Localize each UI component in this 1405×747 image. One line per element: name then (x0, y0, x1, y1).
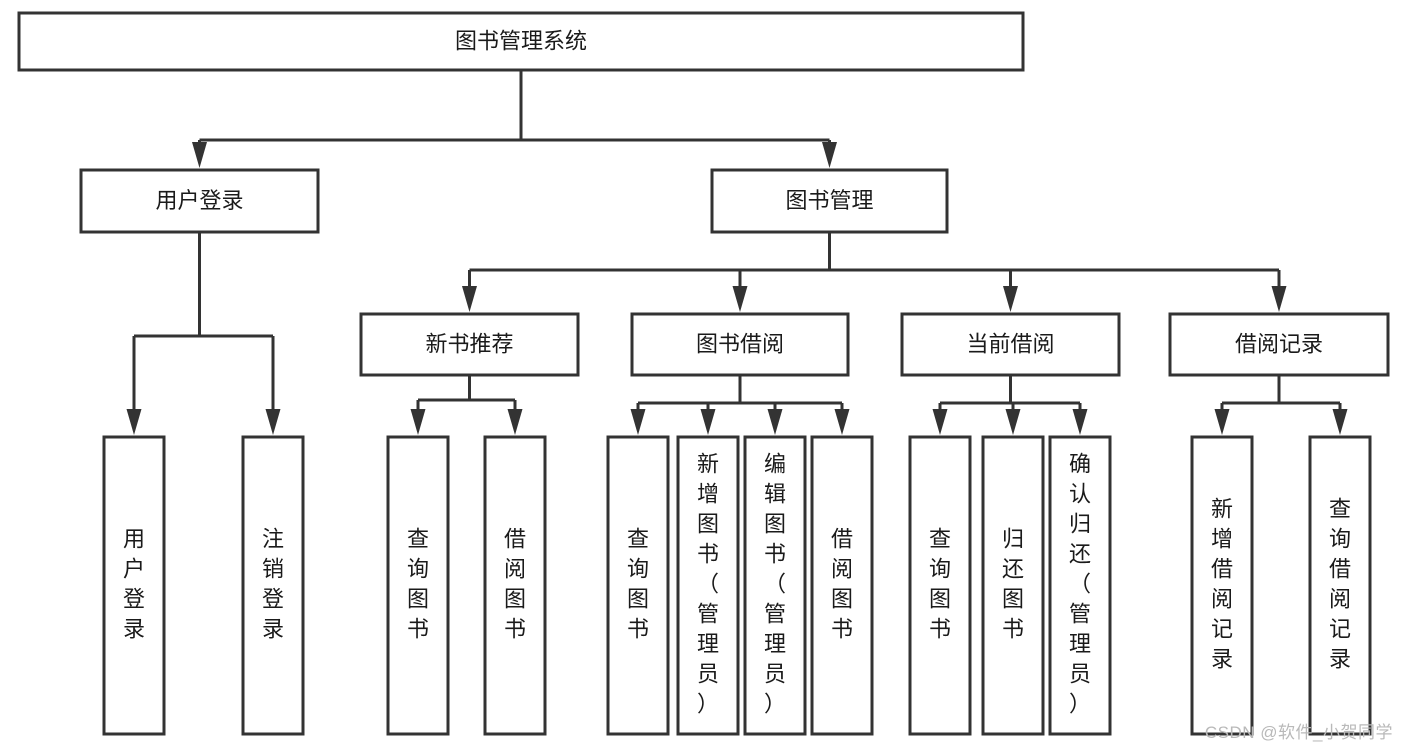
node-leaf_11[interactable]: 新增借阅记录 (1190, 435, 1254, 736)
node-box (676, 435, 740, 736)
node-box (1308, 435, 1372, 736)
node-box (710, 168, 949, 234)
node-l3_2[interactable]: 当前借阅 (900, 312, 1121, 377)
node-box (79, 168, 320, 234)
node-leaf_4[interactable]: 查询图书 (606, 435, 670, 736)
node-box (810, 435, 874, 736)
arrow-head-icon (265, 409, 281, 435)
arrow-head-icon (932, 409, 948, 435)
node-label: 归还图书 (1002, 527, 1024, 642)
arrow-head-icon (1214, 409, 1230, 435)
node-label: 新增图书（管理员） (697, 452, 719, 717)
arrow-head-icon (1072, 409, 1088, 435)
node-leaf_10[interactable]: 确认归还（管理员） (1048, 435, 1112, 736)
node-box (908, 435, 972, 736)
node-l2_0[interactable]: 用户登录 (79, 168, 320, 234)
node-label: 用户登录 (123, 527, 145, 642)
node-leaf_5[interactable]: 新增图书（管理员） (676, 435, 740, 736)
node-label: 确认归还（管理员） (1069, 452, 1091, 717)
node-leaf_6[interactable]: 编辑图书（管理员） (743, 435, 807, 736)
node-label: 图书管理系统 (455, 28, 587, 53)
node-box (606, 435, 670, 736)
node-box (1168, 312, 1390, 377)
node-label: 查询借阅记录 (1329, 497, 1351, 672)
arrow-head-icon (767, 409, 783, 435)
node-leaf_12[interactable]: 查询借阅记录 (1308, 435, 1372, 736)
node-box (483, 435, 547, 736)
arrow-head-icon (1005, 409, 1021, 435)
node-leaf_2[interactable]: 查询图书 (386, 435, 450, 736)
node-leaf_3[interactable]: 借阅图书 (483, 435, 547, 736)
node-box (102, 435, 166, 736)
node-label: 用户登录 (155, 188, 243, 213)
arrow-head-icon (410, 409, 426, 435)
node-leaf_1[interactable]: 注销登录 (241, 435, 305, 736)
node-label: 新书推荐 (425, 331, 513, 356)
node-label: 查询图书 (929, 527, 951, 642)
arrow-head-icon (732, 286, 748, 312)
arrow-head-icon (462, 286, 477, 312)
node-leaf_7[interactable]: 借阅图书 (810, 435, 874, 736)
arrow-head-icon (126, 409, 142, 435)
arrow-head-icon (630, 409, 646, 435)
arrow-head-icon (192, 142, 207, 168)
node-box (630, 312, 850, 377)
arrow-head-icon (507, 409, 523, 435)
node-layer: 图书管理系统用户登录图书管理新书推荐图书借阅当前借阅借阅记录用户登录注销登录查询… (17, 11, 1390, 736)
node-label: 借阅图书 (831, 527, 853, 642)
arrow-head-icon (822, 142, 837, 168)
node-root[interactable]: 图书管理系统 (17, 11, 1025, 72)
node-label: 注销登录 (262, 527, 284, 642)
node-label: 借阅图书 (504, 527, 526, 642)
connector-layer (126, 70, 1348, 435)
node-label: 图书管理 (785, 188, 873, 213)
arrow-head-icon (1332, 409, 1348, 435)
node-leaf_0[interactable]: 用户登录 (102, 435, 166, 736)
node-label: 查询图书 (407, 527, 429, 642)
node-box (1048, 435, 1112, 736)
node-box (981, 435, 1045, 736)
node-box (743, 435, 807, 736)
node-l3_0[interactable]: 新书推荐 (359, 312, 580, 377)
node-box (17, 11, 1025, 72)
node-l3_1[interactable]: 图书借阅 (630, 312, 850, 377)
arrow-head-icon (700, 409, 716, 435)
node-box (1190, 435, 1254, 736)
node-label: 借阅记录 (1235, 331, 1323, 356)
node-l2_1[interactable]: 图书管理 (710, 168, 949, 234)
node-label: 图书借阅 (696, 331, 784, 356)
node-leaf_9[interactable]: 归还图书 (981, 435, 1045, 736)
node-box (241, 435, 305, 736)
arrow-head-icon (1271, 286, 1287, 312)
node-leaf_8[interactable]: 查询图书 (908, 435, 972, 736)
node-box (900, 312, 1121, 377)
arrow-head-icon (834, 409, 850, 435)
arrow-head-icon (1003, 286, 1018, 312)
node-box (386, 435, 450, 736)
node-label: 编辑图书（管理员） (764, 452, 786, 717)
node-l3_3[interactable]: 借阅记录 (1168, 312, 1390, 377)
node-label: 查询图书 (627, 527, 649, 642)
node-box (359, 312, 580, 377)
node-label: 新增借阅记录 (1211, 497, 1233, 672)
node-label: 当前借阅 (966, 331, 1054, 356)
